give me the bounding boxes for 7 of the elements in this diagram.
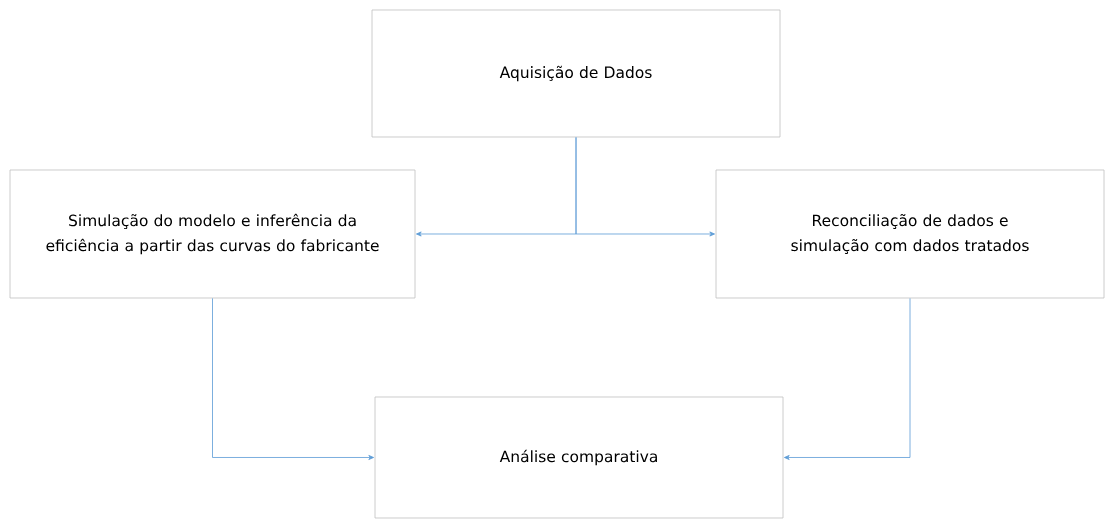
process-box: Simulação do modelo e inferência da eficiência a partir das curvas do fabricante [9, 169, 416, 299]
arrow [575, 137, 715, 237]
arrow [784, 298, 911, 460]
process-box: Reconciliação de dados e simulação com dados tratados [715, 169, 1105, 299]
process-box: Aquisição de Dados [371, 9, 781, 138]
arrow [212, 298, 374, 460]
process-box: Análise comparativa [374, 396, 784, 519]
